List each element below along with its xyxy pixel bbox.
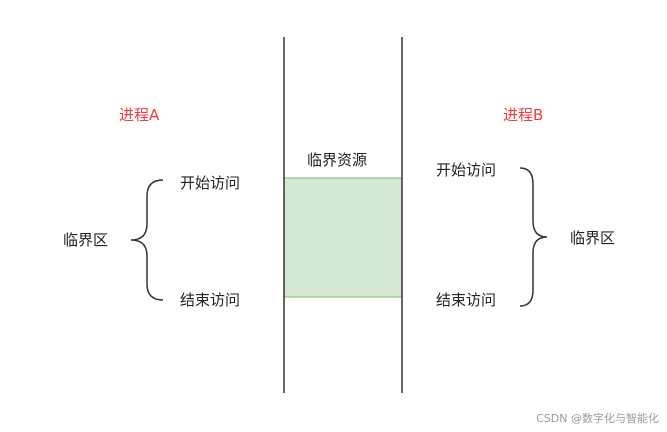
left-brace [130, 179, 164, 301]
process-b-critical-section: 临界区 [570, 229, 616, 247]
process-b-title: 进程B [503, 106, 544, 124]
right-brace [519, 167, 548, 307]
process-a-title: 进程A [119, 106, 160, 124]
process-a-start-access: 开始访问 [180, 174, 241, 192]
critical-resource-label: 临界资源 [307, 151, 368, 169]
process-a-end-access: 结束访问 [180, 291, 241, 309]
process-b-start-access: 开始访问 [436, 161, 497, 179]
process-a-critical-section: 临界区 [63, 231, 109, 249]
watermark-text: CSDN @数字化与智能化 [536, 412, 659, 425]
process-b-end-access: 结束访问 [436, 291, 497, 309]
critical-resource-box [283, 177, 403, 298]
